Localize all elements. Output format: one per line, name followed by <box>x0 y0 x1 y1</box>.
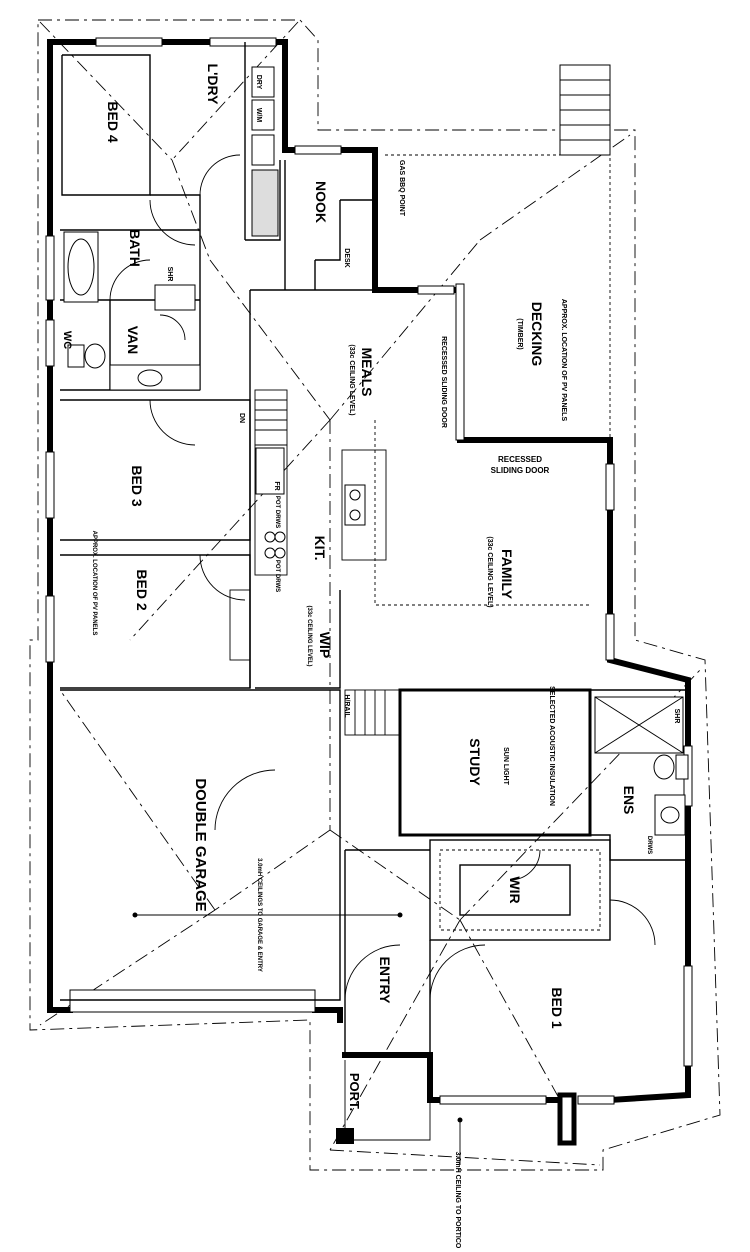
gas-bbq-label: GAS BBQ POINT <box>398 160 405 217</box>
fridge-label: FR <box>273 481 280 490</box>
decking-label: DECKING <box>529 302 545 367</box>
drws-label: DRWS <box>646 836 652 854</box>
double-garage-label: DOUBLE GARAGE <box>192 778 209 911</box>
meals-ceiling-label: (33c CEILING LEVEL) <box>348 344 355 415</box>
washing-machine-label: W/M <box>255 108 262 123</box>
bed4-label: BED 4 <box>105 101 121 142</box>
garage-ceiling-label: 3.0mH CEILINGS TO GARAGE & ENTRY <box>256 858 262 972</box>
pot-drws-2-label: POT DRWS <box>274 560 280 592</box>
family-ceiling-label: (33c CEILING LEVEL) <box>486 536 493 607</box>
sun-light-label: SUN LIGHT <box>502 747 509 785</box>
bed1-label: BED 1 <box>549 987 565 1028</box>
acoustic-label: SELECTED ACOUSTIC INSULATION <box>548 686 555 806</box>
portico-ceiling-label: 3.0mH CEILING TO PORTICO <box>454 1152 461 1249</box>
bed2-label: BED 2 <box>134 569 150 610</box>
ens-shower-label: SHR <box>673 709 680 724</box>
van-label: VAN <box>125 326 141 355</box>
dn-label: DN <box>238 413 245 423</box>
meals-label: MEALS <box>359 348 375 397</box>
recessed-door-2-label-2: SLIDING DOOR <box>491 466 550 475</box>
ens-label: ENS <box>621 786 637 815</box>
bath-label: BATH <box>127 229 143 267</box>
door-swings <box>109 154 656 1001</box>
wir-label: WIR <box>507 876 523 903</box>
hrail-label: H/RAIL <box>343 694 350 718</box>
recessed-door-1-label: RECESSED SLIDING DOOR <box>440 336 447 428</box>
fixtures <box>63 64 689 1165</box>
wip-ceiling-label: (33c CEILING LEVEL) <box>306 605 312 666</box>
kitchen-label: KIT. <box>312 536 328 561</box>
family-label: FAMILY <box>499 549 515 600</box>
desk-label: DESK <box>343 248 350 267</box>
pot-drws-1-label: POT DRWS <box>274 496 280 528</box>
pv-note-bed2-label: APPROX. LOCATION OF PV PANELS <box>91 531 97 636</box>
entry-label: ENTRY <box>377 957 393 1005</box>
decking-sub-label: (TIMBER) <box>516 318 523 350</box>
recessed-door-2-label-1: RECESSED <box>498 455 542 464</box>
nook-label: NOOK <box>313 181 329 223</box>
dryer-label: DRY <box>255 75 262 90</box>
wc-label: WC <box>61 331 73 349</box>
study-label: STUDY <box>467 738 483 786</box>
pv-note-deck-label: APPROX. LOCATION OF PV PANELS <box>560 299 567 422</box>
laundry-label: L'DRY <box>205 64 221 106</box>
shower-label: SHR <box>166 267 173 282</box>
wip-label: WIP <box>317 632 333 658</box>
port-label: PORT. <box>347 1073 362 1111</box>
bed3-label: BED 3 <box>129 465 145 506</box>
room-labels: L'DRY DRY W/M BED 4 BATH SHR VAN WC BED … <box>61 64 680 1249</box>
